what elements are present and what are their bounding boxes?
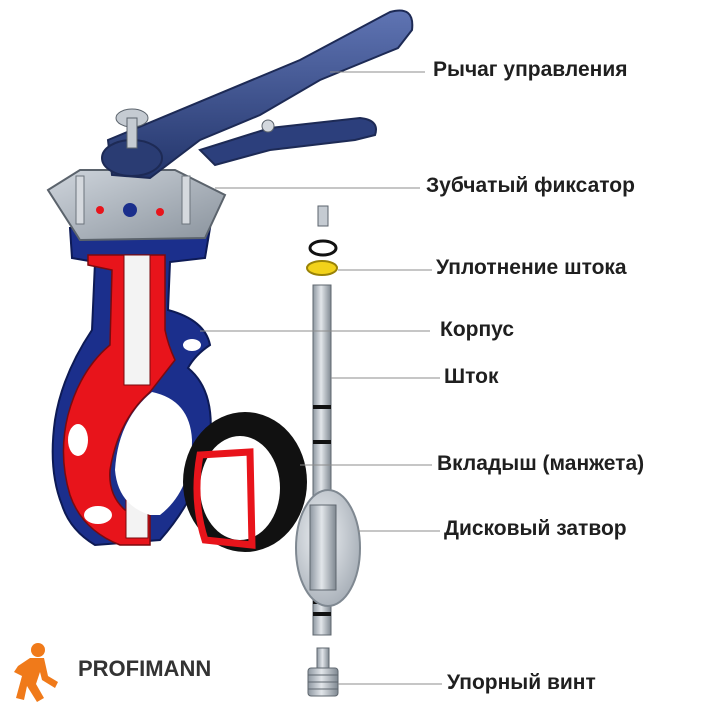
- disc-hub: [309, 504, 337, 591]
- stem-circlip: [308, 239, 338, 257]
- latch-bolt: [75, 175, 85, 225]
- label-body: Корпус: [440, 318, 514, 341]
- stem-top-screw: [317, 205, 329, 227]
- body-lug-hole: [183, 339, 201, 351]
- latch-bolt: [181, 175, 191, 225]
- control-lever: [101, 9, 414, 180]
- lever-bolt: [126, 117, 138, 149]
- latch-plate: [46, 169, 227, 242]
- body-lug-hole: [84, 506, 112, 524]
- label-liner: Вкладыш (манжета): [437, 452, 645, 475]
- leader-lines: [200, 71, 442, 685]
- latch-hole: [156, 208, 164, 216]
- label-disc: Дисковый затвор: [444, 517, 627, 540]
- latch-hole: [123, 203, 137, 217]
- logo-text: PROFIMANN: [78, 656, 212, 681]
- label-stem-seal: Уплотнение штока: [436, 256, 627, 279]
- label-stem: Шток: [444, 365, 499, 388]
- body-passage: [115, 392, 192, 515]
- liner-inner: [200, 436, 280, 540]
- label-screw: Упорный винт: [447, 671, 596, 694]
- label-latch: Зубчатый фиксатор: [426, 174, 635, 197]
- disc-shutter: [295, 489, 361, 607]
- lever-pin: [261, 119, 275, 133]
- liner-cuff: [183, 412, 307, 552]
- stem-groove: [313, 612, 331, 616]
- walking-man-icon: [14, 643, 58, 702]
- screw-shank: [316, 647, 330, 671]
- lever-handle: [106, 9, 414, 180]
- stem-seal-ring: [306, 260, 338, 276]
- stem-groove: [313, 440, 331, 444]
- thrust-screw: [307, 647, 339, 697]
- latch-hole: [96, 206, 104, 214]
- valve-body: [51, 227, 212, 547]
- label-lever: Рычаг управления: [433, 58, 628, 81]
- body-stem-bore: [123, 254, 151, 386]
- lever-trigger: [198, 116, 377, 167]
- body-lug-hole: [68, 424, 88, 456]
- stem-groove: [313, 405, 331, 409]
- liner-section: [193, 448, 256, 549]
- toothed-latch: [46, 169, 227, 242]
